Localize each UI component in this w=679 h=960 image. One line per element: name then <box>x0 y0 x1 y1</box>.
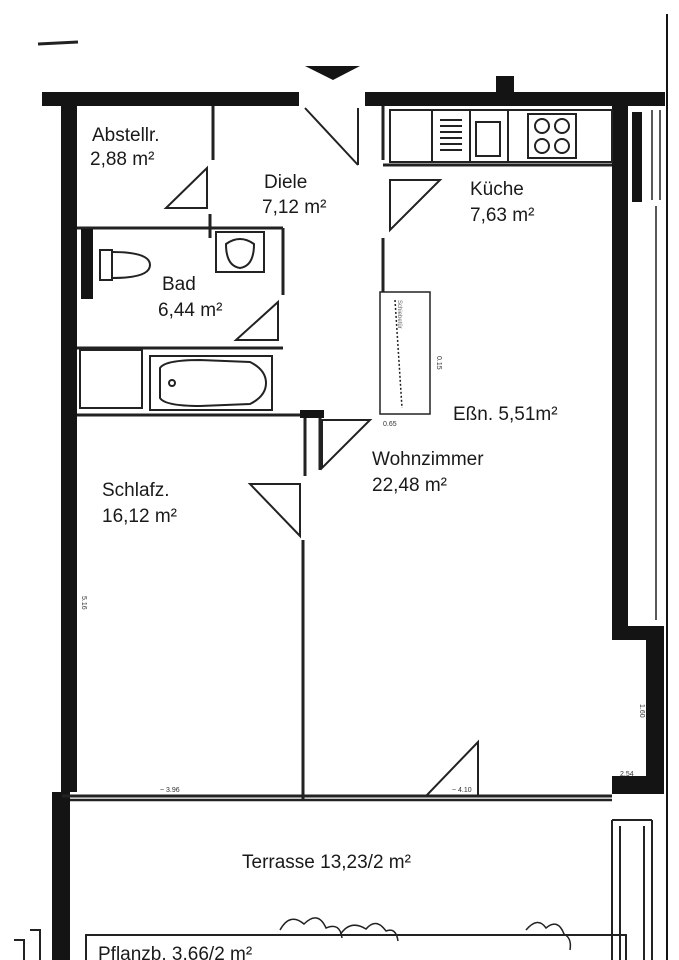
diele-name: Diele <box>264 172 307 193</box>
dim-label: 0.15 <box>435 356 442 370</box>
abstell-name: Abstellr. <box>92 125 160 146</box>
essen-label: Eßn. 5,51m² <box>453 404 558 425</box>
dim-label: 2.54 <box>620 771 634 778</box>
wohnzimmer-area: 22,48 m² <box>372 475 447 496</box>
bathroom-fixtures <box>79 231 273 411</box>
plant-decorations <box>279 917 572 951</box>
entrance-arrow-icon <box>305 66 360 80</box>
sliding-partition <box>379 291 431 415</box>
dim-label: ~ 4.10 <box>452 787 472 794</box>
door-swings <box>163 107 479 797</box>
kitchen-counter <box>389 109 613 163</box>
wohnzimmer-name: Wohnzimmer <box>372 449 484 470</box>
stove-icon <box>534 118 570 154</box>
sliding-door-note: Schiebetür <box>396 300 402 329</box>
outer-walls <box>42 76 665 960</box>
diele-area: 7,12 m² <box>262 197 326 218</box>
bad-area: 6,44 m² <box>158 300 222 321</box>
dim-label: 0.65 <box>383 421 397 428</box>
dim-label: ~ 3.96 <box>160 787 180 794</box>
schlafz-name: Schlafz. <box>102 480 170 501</box>
kueche-name: Küche <box>470 179 524 200</box>
kitchen-sink-icon <box>440 119 462 151</box>
bad-name: Bad <box>162 274 196 295</box>
pflanz-label: Pflanzb. 3,66/2 m² <box>98 944 252 960</box>
abstell-area: 2,88 m² <box>90 149 154 170</box>
walls-thick-bits <box>81 229 324 418</box>
scan-mark <box>37 40 79 46</box>
dim-label: 5.16 <box>80 596 87 610</box>
right-windows <box>651 110 661 620</box>
interior-walls <box>62 106 612 800</box>
terrasse-label: Terrasse 13,23/2 m² <box>242 852 411 873</box>
schlafz-area: 16,12 m² <box>102 506 177 527</box>
dim-label: 1.60 <box>638 704 645 718</box>
kueche-area: 7,63 m² <box>470 205 534 226</box>
terrace-outline <box>14 819 653 960</box>
